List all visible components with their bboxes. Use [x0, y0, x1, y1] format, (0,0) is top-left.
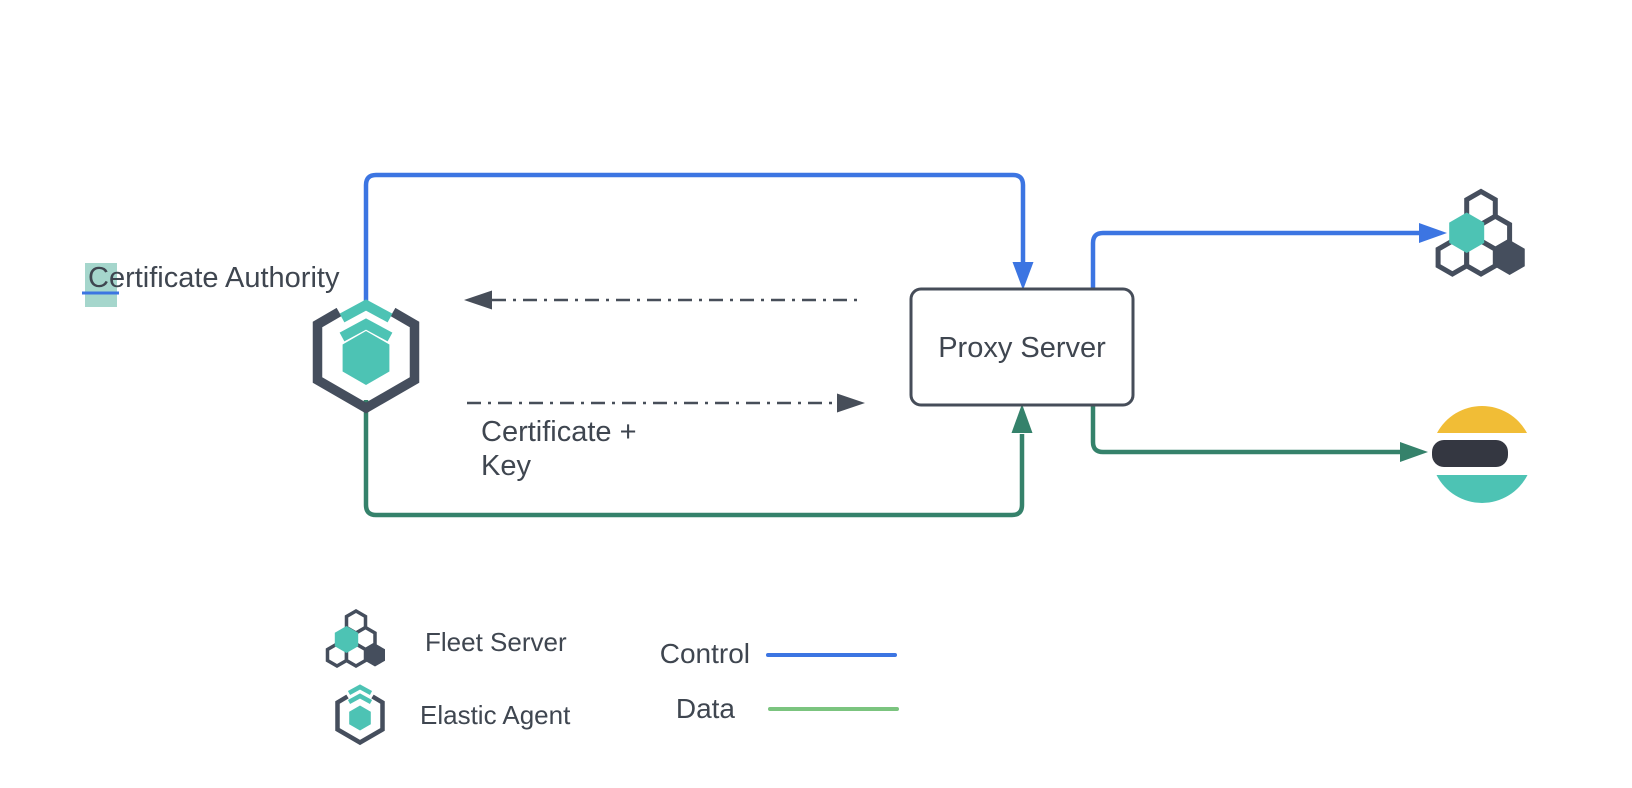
elastic-agent-icon — [312, 299, 420, 414]
control-path-agent-to-proxy — [363, 172, 1034, 302]
certificate-key-line2: Key — [481, 450, 531, 482]
certificate-key-line1: Certificate + — [481, 416, 637, 448]
elasticsearch-bottom-segment — [1436, 475, 1528, 503]
text-cursor-underline — [82, 291, 119, 295]
legend-fleet-server-label: Fleet Server — [425, 627, 567, 657]
data-path-agent-to-proxy — [363, 400, 1033, 518]
arrowhead-right-icon — [1419, 223, 1447, 243]
arrowhead-down-icon — [1012, 262, 1034, 290]
proxy-server-text: Proxy Server — [938, 332, 1106, 364]
text-selection-highlight — [85, 263, 117, 307]
proxy-server-box: Proxy Server — [909, 287, 1135, 407]
control-path-proxy-to-fleet — [1090, 223, 1447, 288]
elasticsearch-icon — [1432, 406, 1528, 503]
fleet-server-icon — [1435, 188, 1525, 277]
legend-elastic-agent-icon — [335, 684, 385, 746]
legend-elastic-agent-label: Elastic Agent — [420, 700, 571, 730]
arrowhead-right-icon — [1400, 442, 1428, 462]
dashed-arrow-to-agent — [464, 290, 862, 310]
legend: Fleet Server Elastic Agent Control Data — [325, 608, 899, 746]
dashed-arrow-to-proxy — [467, 393, 865, 413]
certificate-authority-label: Certificate Authority — [82, 262, 340, 307]
data-path-proxy-to-elasticsearch — [1090, 406, 1428, 462]
legend-control-label: Control — [660, 638, 750, 669]
arrowhead-up-icon — [1011, 404, 1033, 433]
legend-fleet-server-icon — [325, 608, 385, 669]
elasticsearch-top-segment — [1437, 406, 1527, 433]
certificate-authority-text: Certificate Authority — [88, 262, 340, 294]
legend-data-label: Data — [676, 693, 736, 724]
arrowhead-left-icon — [464, 290, 492, 310]
elasticsearch-middle-bar — [1432, 440, 1508, 467]
arrowhead-right-icon — [837, 393, 865, 413]
certificate-key-label: Certificate + Key — [481, 416, 637, 482]
